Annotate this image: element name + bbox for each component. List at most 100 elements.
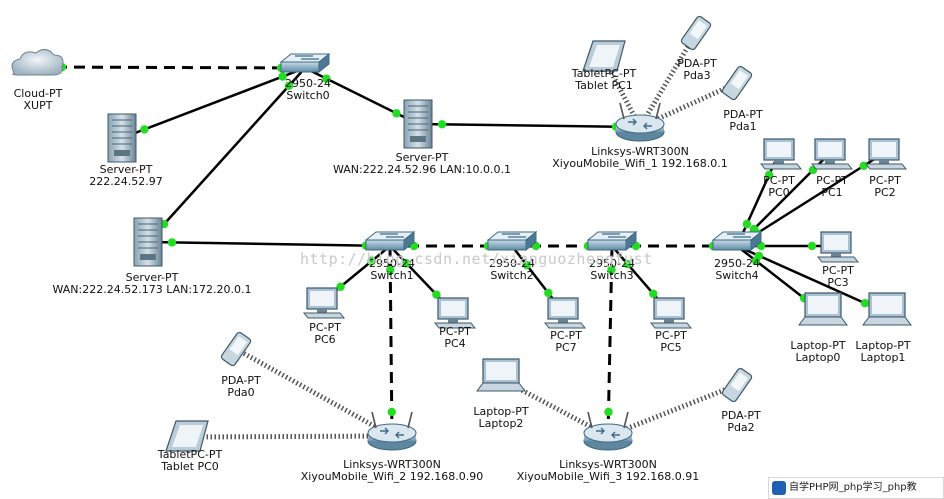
server-srv3-icon[interactable]: [133, 217, 163, 267]
site-badge-text: 自学PHP网_php学习_php教: [789, 482, 917, 493]
server-srv2-icon[interactable]: [403, 99, 433, 149]
port-dot: [392, 109, 401, 118]
link-sw0-srv3[interactable]: [147, 67, 306, 243]
switch-sw2-icon[interactable]: [486, 230, 538, 252]
device-name-pc0: PC0: [768, 186, 790, 199]
link-srv2-r1[interactable]: [417, 122, 641, 129]
device-type-lap0: Laptop-PT: [790, 339, 846, 352]
switch-sw0-icon[interactable]: [279, 52, 331, 74]
site-logo-icon: [772, 481, 786, 495]
laptop-lap2-icon[interactable]: [476, 358, 526, 392]
device-type-cloud: Cloud-PT: [13, 87, 63, 100]
port-dot: [859, 161, 868, 171]
port-dot: [604, 407, 613, 417]
port-dot: [402, 259, 411, 268]
port-dot: [544, 288, 553, 298]
device-name-tab0: Tablet PC0: [161, 460, 219, 473]
device-name-r2: XiyouMobile_Wifi_2 192.168.0.90: [300, 470, 484, 483]
devices: [11, 15, 912, 452]
port-dot: [140, 125, 149, 134]
pc-pc6-icon[interactable]: [302, 287, 346, 319]
link-sw4-pc2[interactable]: [736, 151, 885, 248]
pc-pc7-icon[interactable]: [543, 297, 587, 329]
pc-pc3-icon[interactable]: [816, 231, 860, 263]
device-name-sw3: Switch3: [590, 269, 634, 282]
device-name-r3: XiyouMobile_Wifi_3 192.168.0.91: [516, 470, 700, 483]
device-type-pda1: PDA-PT: [723, 108, 763, 121]
device-type-pda2: PDA-PT: [721, 409, 761, 422]
device-type-r3: Linksys-WRT300N: [559, 458, 657, 471]
device-name-cloud: XUPT: [23, 99, 53, 112]
tablet-tab0-icon[interactable]: [165, 420, 209, 452]
switch-sw3-icon[interactable]: [586, 230, 638, 252]
pda-pda1-icon[interactable]: [721, 65, 753, 101]
device-type-r1: Linksys-WRT300N: [591, 145, 689, 158]
device-type-pc5: PC-PT: [655, 329, 687, 342]
link-srv1-sw0[interactable]: [121, 66, 306, 140]
site-badge[interactable]: 自学PHP网_php学习_php教: [768, 477, 944, 499]
switch-sw1-icon[interactable]: [364, 230, 416, 252]
port-dot: [623, 259, 632, 269]
pc-pc5-icon[interactable]: [649, 297, 693, 329]
cloud-cloud-icon[interactable]: [11, 49, 64, 76]
laptop-lap0-icon[interactable]: [798, 292, 848, 326]
link-cloud-sw0[interactable]: [37, 65, 306, 70]
pc-pc0-icon[interactable]: [759, 138, 803, 170]
link-sw1-r2[interactable]: [388, 245, 394, 437]
link-sw3-r3[interactable]: [606, 245, 614, 437]
device-name-pda3: Pda3: [683, 69, 711, 82]
device-name-pda1: Pda1: [729, 120, 757, 133]
router-r1-icon[interactable]: [615, 102, 665, 142]
pda-pda3-icon[interactable]: [680, 15, 712, 51]
device-type-tab0: TabletPC-PT: [157, 448, 223, 461]
link-srv3-sw1[interactable]: [147, 240, 391, 248]
device-name-pda2: Pda2: [727, 421, 755, 434]
pc-pc4-icon[interactable]: [433, 297, 477, 329]
port-dot: [386, 265, 395, 275]
device-type-pc0: PC-PT: [763, 174, 795, 187]
port-dot: [522, 260, 531, 270]
device-name-tab1: Tablet PC1: [575, 79, 633, 92]
tablet-tab1-icon[interactable]: [582, 40, 626, 72]
pda-pda0-icon[interactable]: [220, 331, 252, 367]
server-srv1-icon[interactable]: [107, 113, 137, 163]
laptop-lap1-icon[interactable]: [862, 292, 912, 326]
device-name-pc3: PC3: [827, 276, 849, 289]
pc-pc2-icon[interactable]: [864, 138, 908, 170]
port-dot: [167, 238, 177, 247]
device-type-sw1: 2950-24: [369, 257, 415, 270]
router-r2-icon[interactable]: [367, 411, 417, 451]
switch-sw4-icon[interactable]: [711, 230, 763, 252]
port-dot: [387, 407, 396, 417]
pda-pda2-icon[interactable]: [721, 367, 753, 403]
port-dot: [322, 74, 331, 83]
watermark: http://blog.csdn.net/xianguozhengfust: [300, 250, 653, 268]
device-name-sw1: Switch1: [370, 269, 414, 282]
device-name-pc7: PC7: [555, 341, 577, 354]
device-name-pda0: Pda0: [227, 386, 255, 399]
device-name-srv1: 222.24.52.97: [89, 175, 163, 188]
device-type-pc3: PC-PT: [822, 264, 854, 277]
device-type-sw4: 2950-24: [714, 257, 760, 270]
wireless-link-r2-pda0: [234, 346, 394, 439]
router-r3-icon[interactable]: [583, 411, 633, 451]
port-dot: [860, 299, 870, 308]
device-name-pc2: PC2: [874, 186, 896, 199]
pc-pc1-icon[interactable]: [810, 138, 854, 170]
port-dot: [649, 289, 658, 299]
device-name-sw2: Switch2: [490, 269, 534, 282]
